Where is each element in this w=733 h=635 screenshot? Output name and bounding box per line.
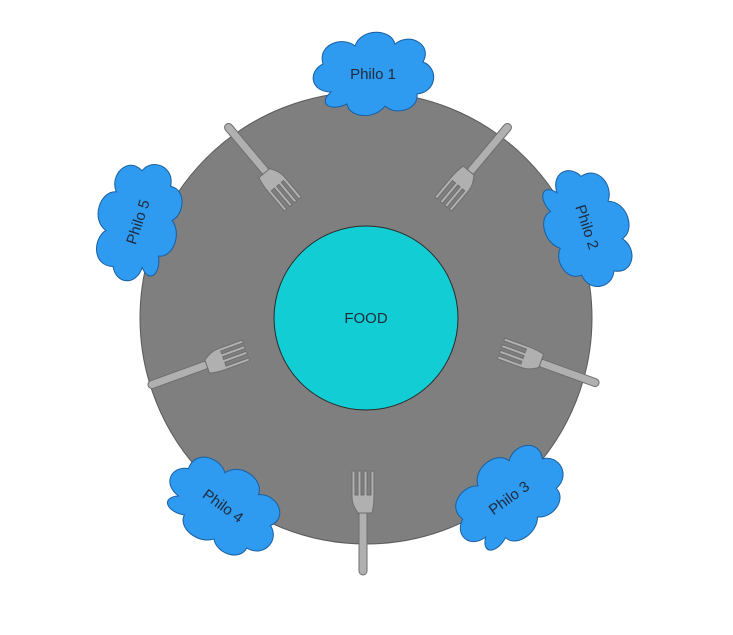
philosopher-1: Philo 1 (312, 31, 435, 117)
philosopher-2: Philo 2 (528, 156, 646, 299)
food-plate (273, 225, 459, 411)
philosopher-label: Philo 1 (350, 66, 396, 83)
philosopher-3: Philo 3 (435, 428, 584, 568)
philosopher-4: Philo 4 (149, 436, 298, 576)
food-label: FOOD (344, 310, 387, 327)
philosophers: Philo 1 Philo 2 Philo 3 Philo 4 Philo 5 (79, 31, 646, 576)
philosopher-5: Philo 5 (79, 150, 197, 293)
